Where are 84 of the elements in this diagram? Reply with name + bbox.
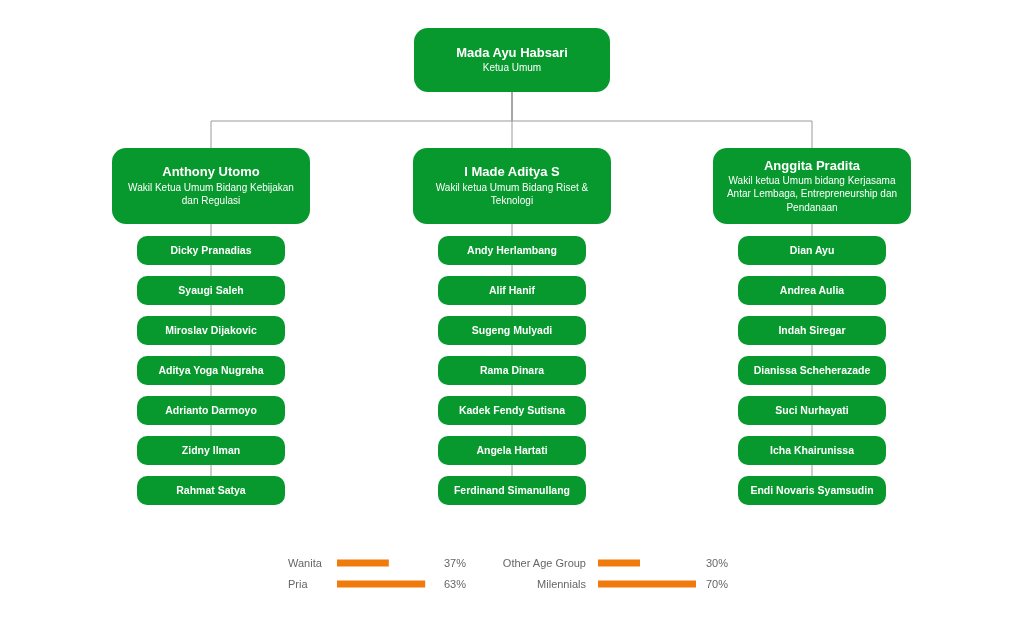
member-box xyxy=(438,316,586,345)
role-title: Ketua Umum xyxy=(482,61,542,75)
value-label: 37% xyxy=(443,557,466,569)
person-name: Sugeng Mulyadi xyxy=(471,323,553,338)
category-label: Other Age Group xyxy=(502,557,586,569)
person-name: Andrea Aulia xyxy=(779,283,845,298)
member-box xyxy=(438,356,586,385)
connector-line xyxy=(210,223,212,237)
member-box xyxy=(438,276,586,305)
member-box xyxy=(137,436,285,465)
connector-line xyxy=(210,344,212,357)
deputy-box xyxy=(413,148,611,224)
connector-line xyxy=(811,264,813,277)
deputy-box xyxy=(713,148,911,224)
person-name: Aditya Yoga Nugraha xyxy=(158,363,264,378)
member-box xyxy=(137,276,285,305)
connector-line xyxy=(811,304,813,317)
category-label: Pria xyxy=(288,578,308,590)
role-title: Wakil ketua Umum bidang Kerjasama Antar Lembaga, Entrepreneurship dan Pendanaan xyxy=(725,173,899,215)
person-name: Anggita Pradita xyxy=(763,157,861,174)
person-name: Suci Nurhayati xyxy=(775,403,849,418)
person-name: Zidny Ilman xyxy=(181,443,241,458)
connector-line xyxy=(511,91,813,149)
connector-line xyxy=(811,424,813,437)
person-name: Angela Hartati xyxy=(476,443,548,458)
deputy-box xyxy=(112,148,310,224)
connector-line xyxy=(811,344,813,357)
person-name: Rahmat Satya xyxy=(176,483,246,498)
person-name: Icha Khairunissa xyxy=(770,443,854,458)
member-box xyxy=(137,236,285,265)
connector-line xyxy=(511,384,513,397)
member-box xyxy=(438,396,586,425)
member-box xyxy=(438,436,586,465)
connector-line xyxy=(511,264,513,277)
member-box xyxy=(137,356,285,385)
person-name: Rama Dinara xyxy=(479,363,545,378)
role-title: Wakil Ketua Umum Bidang Kebijakan dan Regulasi xyxy=(127,180,295,208)
person-name: I Made Aditya S xyxy=(464,164,560,181)
value-label: 30% xyxy=(705,557,728,569)
member-box xyxy=(438,476,586,505)
person-name: Andy Herlambang xyxy=(467,243,557,258)
chair-box xyxy=(414,28,610,92)
person-name: Dicky Pranadias xyxy=(170,243,252,258)
connector-line xyxy=(811,384,813,397)
member-box xyxy=(438,236,586,265)
connector-line xyxy=(511,424,513,437)
connector-line xyxy=(511,304,513,317)
connector-line xyxy=(210,464,212,477)
person-name: Adrianto Darmoyo xyxy=(165,403,257,418)
person-name: Syaugi Saleh xyxy=(178,283,244,298)
value-label: 63% xyxy=(443,578,466,590)
member-box xyxy=(738,236,886,265)
person-name: Mada Ayu Habsari xyxy=(456,45,568,62)
role-title: Wakil ketua Umum Bidang Riset & Teknologi xyxy=(434,180,590,208)
person-name: Ferdinand Simanullang xyxy=(453,483,571,498)
connector-line xyxy=(210,264,212,277)
member-box xyxy=(137,476,285,505)
person-name: Miroslav Dijakovic xyxy=(165,323,257,338)
member-box xyxy=(738,476,886,505)
person-name: Dianissa Scheherazade xyxy=(753,363,871,378)
connector-line xyxy=(210,304,212,317)
connector-line xyxy=(811,464,813,477)
category-label: Wanita xyxy=(288,557,322,569)
connector-line xyxy=(511,464,513,477)
category-label: Milennials xyxy=(537,578,586,590)
person-name: Anthony Utomo xyxy=(162,164,260,181)
member-box xyxy=(137,316,285,345)
person-name: Indah Siregar xyxy=(778,323,846,338)
person-name: Kadek Fendy Sutisna xyxy=(458,403,566,418)
connector-line xyxy=(811,223,813,237)
person-name: Alif Hanif xyxy=(488,283,536,298)
person-name: Dian Ayu xyxy=(789,243,835,258)
connector-line xyxy=(210,424,212,437)
member-box xyxy=(137,396,285,425)
person-name: Endi Novaris Syamsudin xyxy=(750,483,874,498)
member-box xyxy=(738,396,886,425)
connector-line xyxy=(511,223,513,237)
member-box xyxy=(738,356,886,385)
member-box xyxy=(738,316,886,345)
connector-line xyxy=(511,344,513,357)
member-box xyxy=(738,276,886,305)
value-label: 70% xyxy=(705,578,728,590)
connector-line xyxy=(210,384,212,397)
member-box xyxy=(738,436,886,465)
